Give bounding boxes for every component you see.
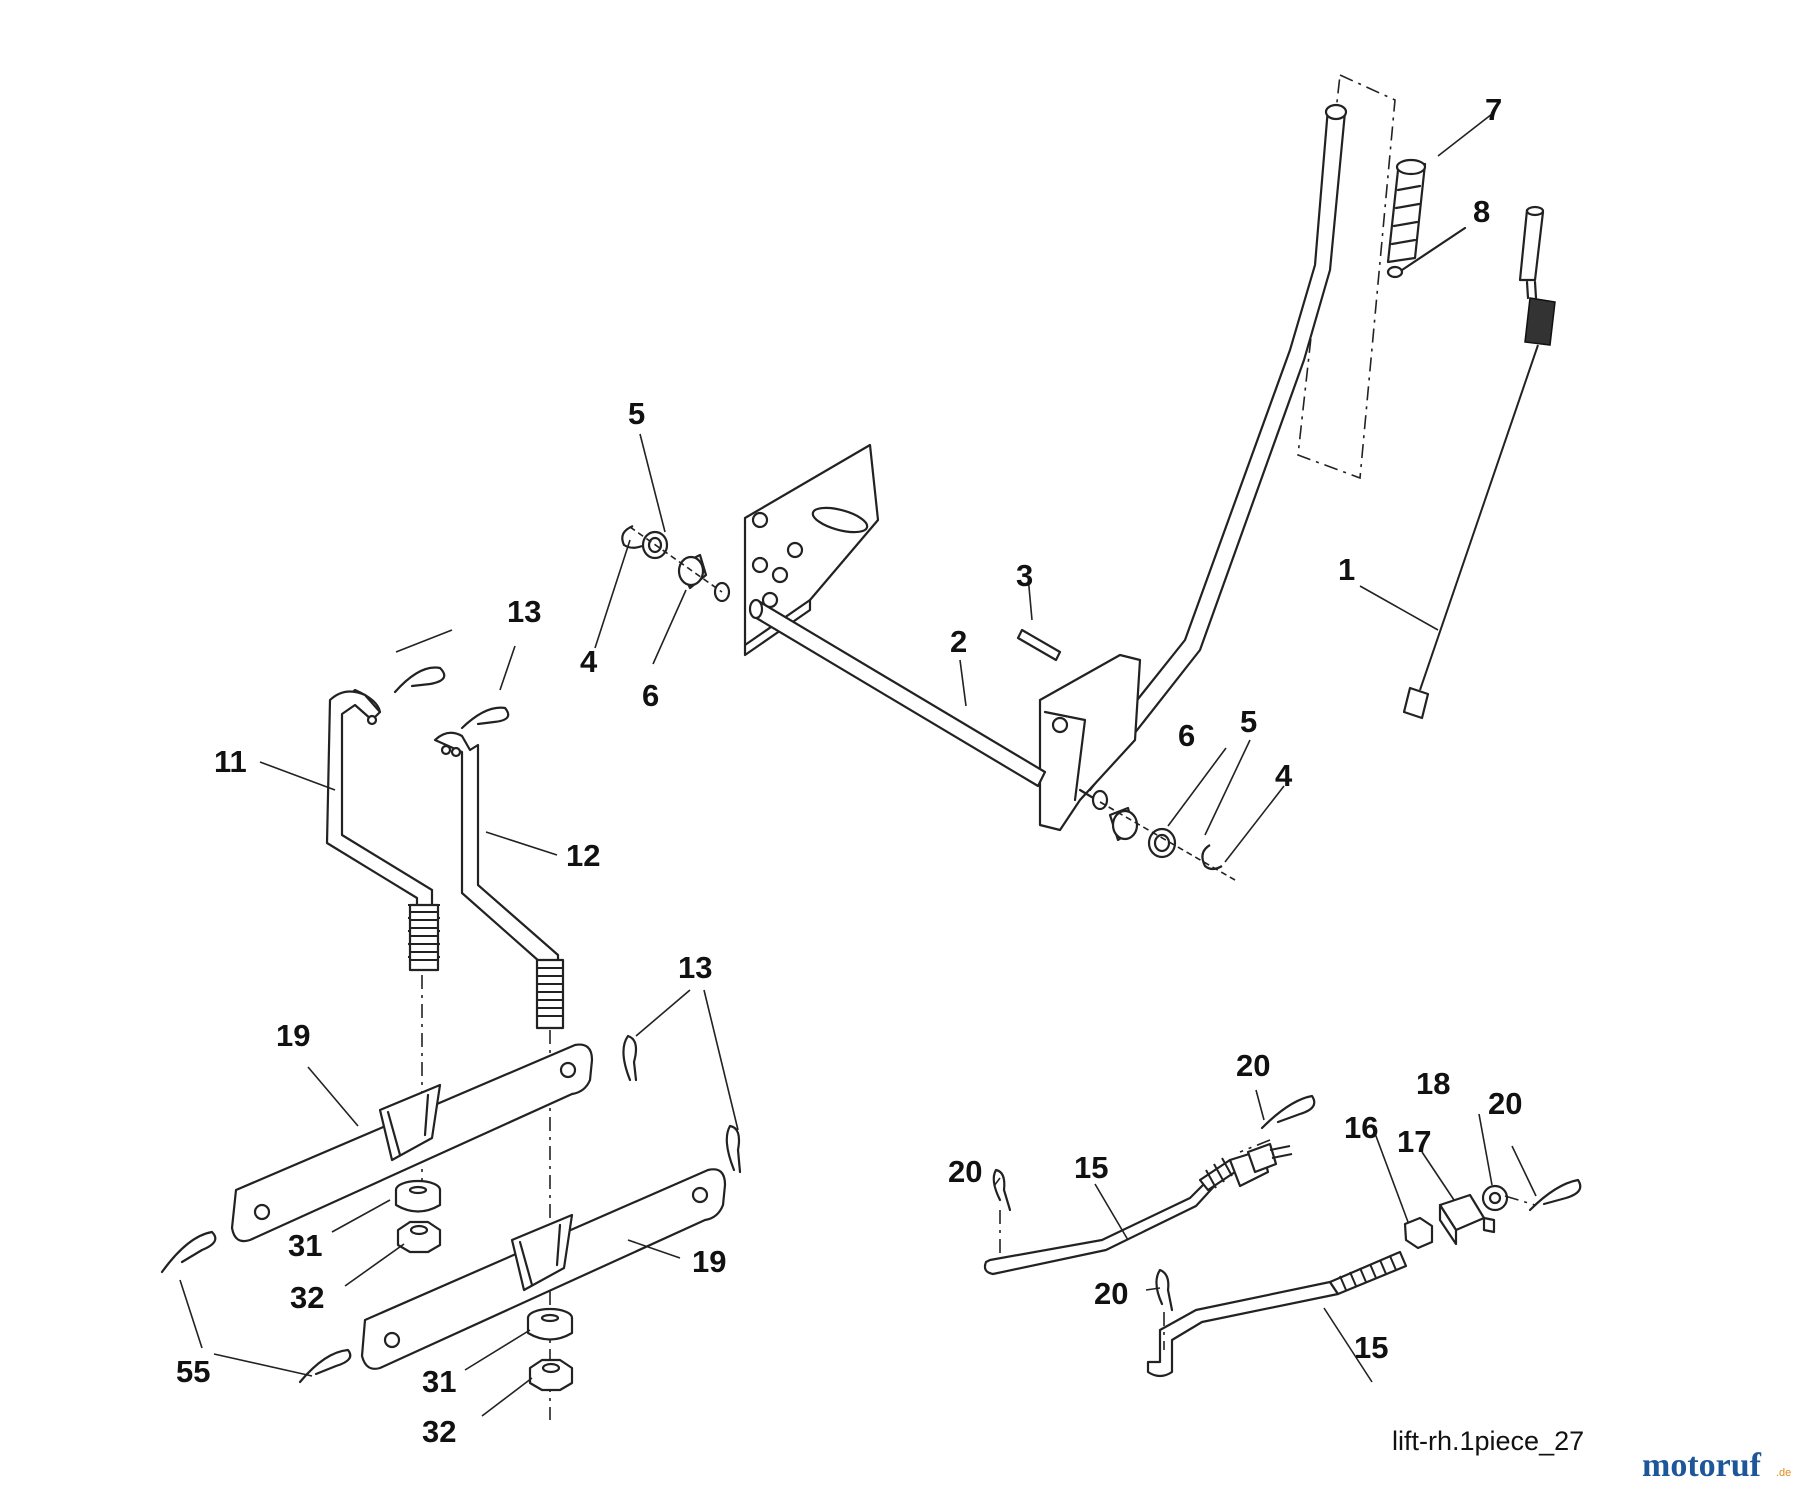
lift-rod-upper	[983, 1142, 1293, 1276]
callout-13-mid: 13	[678, 950, 712, 985]
grip	[1386, 162, 1427, 264]
callout-6-left: 6	[642, 678, 659, 713]
mounting-plate	[743, 443, 880, 657]
grip-outline-dashed	[1297, 73, 1396, 480]
left-shaft-hardware	[621, 524, 731, 603]
lift-rod-lower	[1146, 1250, 1408, 1378]
cross-shaft	[748, 598, 1109, 811]
callout-15-lower: 15	[1354, 1330, 1388, 1365]
leader-lines	[179, 113, 1537, 1417]
callout-19-upper: 19	[276, 1018, 310, 1053]
spacer-nut-upper	[394, 1179, 442, 1254]
lift-arm-lower	[360, 1168, 727, 1370]
svg-text:.de: .de	[1776, 1467, 1791, 1479]
lift-handle-assembly	[1038, 73, 1467, 832]
callout-32-upper: 32	[290, 1280, 324, 1315]
spacer-nut-lower	[526, 1307, 574, 1392]
callout-2: 2	[950, 624, 967, 659]
callout-13-top: 13	[507, 594, 541, 629]
callout-4-left: 4	[580, 644, 598, 679]
callout-19-lower: 19	[692, 1244, 726, 1279]
callout-18: 18	[1416, 1066, 1450, 1101]
lift-cable	[1402, 205, 1556, 720]
callout-6-right: 6	[1178, 718, 1195, 753]
handle-bracket	[1038, 653, 1142, 832]
callout-11: 11	[214, 744, 247, 779]
hairpin-clips-55	[160, 1230, 352, 1384]
callout-labels: 7 8 1 3 2 5 4 6 6 5 4 13 11 12 13 19 19 …	[176, 92, 1522, 1449]
callout-5-right: 5	[1240, 704, 1257, 739]
hairpin-clips-top	[393, 666, 510, 730]
callout-4-right: 4	[1275, 758, 1293, 793]
callout-12: 12	[566, 838, 600, 873]
callout-31-upper: 31	[288, 1228, 322, 1263]
lift-link-11	[325, 688, 440, 972]
callout-3: 3	[1016, 558, 1033, 593]
lift-arm-upper	[230, 1043, 594, 1243]
callout-15-upper: 15	[1074, 1150, 1108, 1185]
callout-20-lower: 20	[1094, 1276, 1128, 1311]
callout-16: 16	[1344, 1110, 1378, 1145]
callout-20-left: 20	[948, 1154, 982, 1189]
callout-1: 1	[1338, 552, 1355, 587]
rod-adjust-hardware	[1403, 1184, 1509, 1250]
callout-32-lower: 32	[422, 1414, 456, 1449]
callout-7: 7	[1485, 92, 1502, 127]
svg-text:motoruf: motoruf	[1642, 1447, 1762, 1484]
callout-5-left: 5	[628, 396, 645, 431]
callout-20-top: 20	[1236, 1048, 1270, 1083]
callout-55: 55	[176, 1354, 210, 1389]
callout-17: 17	[1397, 1124, 1431, 1159]
right-shaft-hardware	[1099, 801, 1236, 881]
hairpin-clips-20	[992, 1094, 1582, 1350]
handle-tube-end	[1324, 103, 1348, 121]
roll-pin	[1016, 628, 1062, 662]
callout-8: 8	[1473, 194, 1490, 229]
watermark-logo: motoruf .de	[1642, 1447, 1791, 1484]
callout-31-lower: 31	[422, 1364, 456, 1399]
callout-20-right: 20	[1488, 1086, 1522, 1121]
diagram-caption: lift-rh.1piece_27	[1392, 1426, 1584, 1456]
lift-link-12	[433, 731, 565, 1030]
hairpin-clips-mid	[622, 1034, 742, 1174]
